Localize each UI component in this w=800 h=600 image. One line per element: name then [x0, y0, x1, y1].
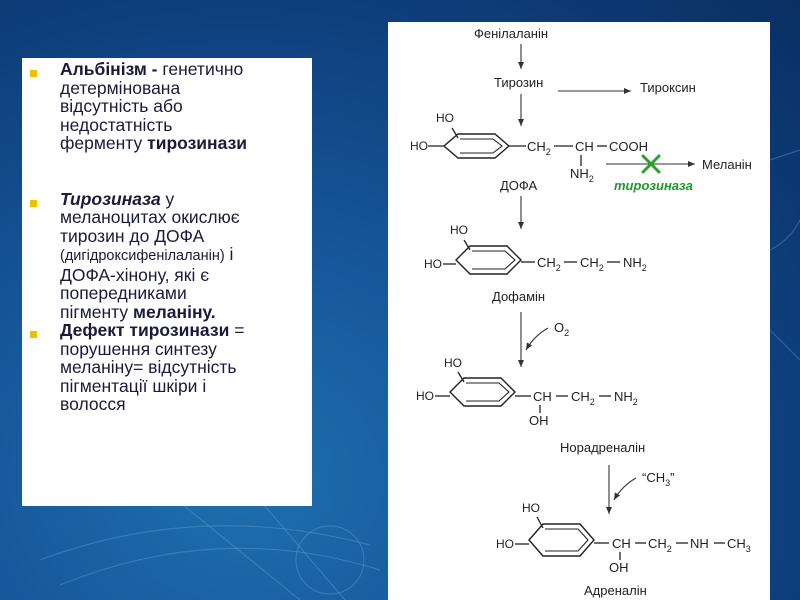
- dopamine-structure: HO HO CH2 CH2 NH2 Дофамін: [424, 223, 647, 304]
- noradrenaline-label: Норадреналін: [560, 440, 645, 455]
- melanin-branch: Меланін тирозиназа: [606, 154, 752, 193]
- ch-group: CH: [575, 139, 594, 154]
- dopa-structure: HO HO CH2 CH COOH NH2 ДОФА: [410, 111, 648, 193]
- ho-label: HO: [450, 223, 468, 237]
- melanin-label: Меланін: [702, 157, 752, 172]
- phenylalanine-label: Фенілаланін: [474, 26, 548, 41]
- block-cross-icon: [641, 154, 661, 174]
- enzyme-label: тирозиназа: [614, 178, 693, 193]
- o2-label: O2: [554, 320, 569, 338]
- adrenaline-structure: HO HO CH CH2 NH CH3 OH Адреналін: [496, 501, 751, 598]
- benzene-ring: [528, 523, 595, 557]
- ch2-group: CH2: [648, 536, 672, 554]
- ch2-group: CH2: [527, 139, 551, 157]
- dopa-label: ДОФА: [500, 178, 538, 193]
- bullet-defect: Дефект тирозинази = порушення синтезу ме…: [30, 321, 306, 414]
- ch2-group: CH2: [537, 255, 561, 273]
- oxygen-step: O2: [518, 312, 569, 367]
- biosynthesis-diagram: Фенілаланін Тирозин Тироксин HO HO CH2 C…: [388, 22, 770, 600]
- nh2-group: NH2: [614, 389, 638, 407]
- ch-group: CH: [612, 536, 631, 551]
- benzene-ring: [449, 377, 516, 407]
- adrenaline-label: Адреналін: [584, 583, 647, 598]
- bullet-tyrosinase: Тирозиназа у меланоцитах окислює тирозин…: [30, 189, 306, 322]
- methyl-step: “CH3”: [606, 465, 674, 514]
- ho-label: HO: [496, 537, 514, 551]
- thyroxine-label: Тироксин: [640, 80, 696, 95]
- bullet-square-icon: [30, 331, 37, 338]
- ho-label: HO: [410, 139, 428, 153]
- benzene-ring: [442, 133, 511, 159]
- ho-label: HO: [424, 257, 442, 271]
- noradrenaline-structure: HO HO CH CH2 NH2 OH Норадреналін: [416, 356, 645, 455]
- tyrosine-label: Тирозин: [494, 75, 543, 90]
- ho-label: HO: [522, 501, 540, 515]
- ho-label: HO: [416, 389, 434, 403]
- ch3-group: CH3: [727, 536, 751, 554]
- oh-group: OH: [529, 413, 549, 428]
- bullet-square-icon: [30, 199, 37, 207]
- phenylalanine-step: Фенілаланін: [474, 26, 548, 69]
- ch2-group: CH2: [571, 389, 595, 407]
- nh2-group: NH2: [570, 166, 594, 184]
- nh2-group: NH2: [623, 255, 647, 273]
- ho-label: HO: [444, 356, 462, 370]
- bullet-square-icon: [30, 70, 37, 77]
- ch2-group: CH2: [580, 255, 604, 273]
- benzene-ring: [455, 245, 522, 275]
- pathway-svg: Фенілаланін Тирозин Тироксин HO HO CH2 C…: [410, 26, 752, 598]
- bullet-albinism: Альбінізм - генетично детермінована відс…: [30, 60, 306, 153]
- ho-label: HO: [436, 111, 454, 125]
- oh-group: OH: [609, 560, 629, 575]
- ch3-label: “CH3”: [642, 470, 674, 488]
- text-panel: Альбінізм - генетично детермінована відс…: [22, 58, 312, 506]
- cooh-group: COOH: [609, 139, 648, 154]
- curved-arrow: [613, 477, 637, 501]
- ch-group: CH: [533, 389, 552, 404]
- tyrosine-step: Тирозин Тироксин: [494, 75, 696, 126]
- dopamine-label: Дофамін: [492, 289, 545, 304]
- curved-arrow: [525, 327, 549, 351]
- nh-group: NH: [690, 536, 709, 551]
